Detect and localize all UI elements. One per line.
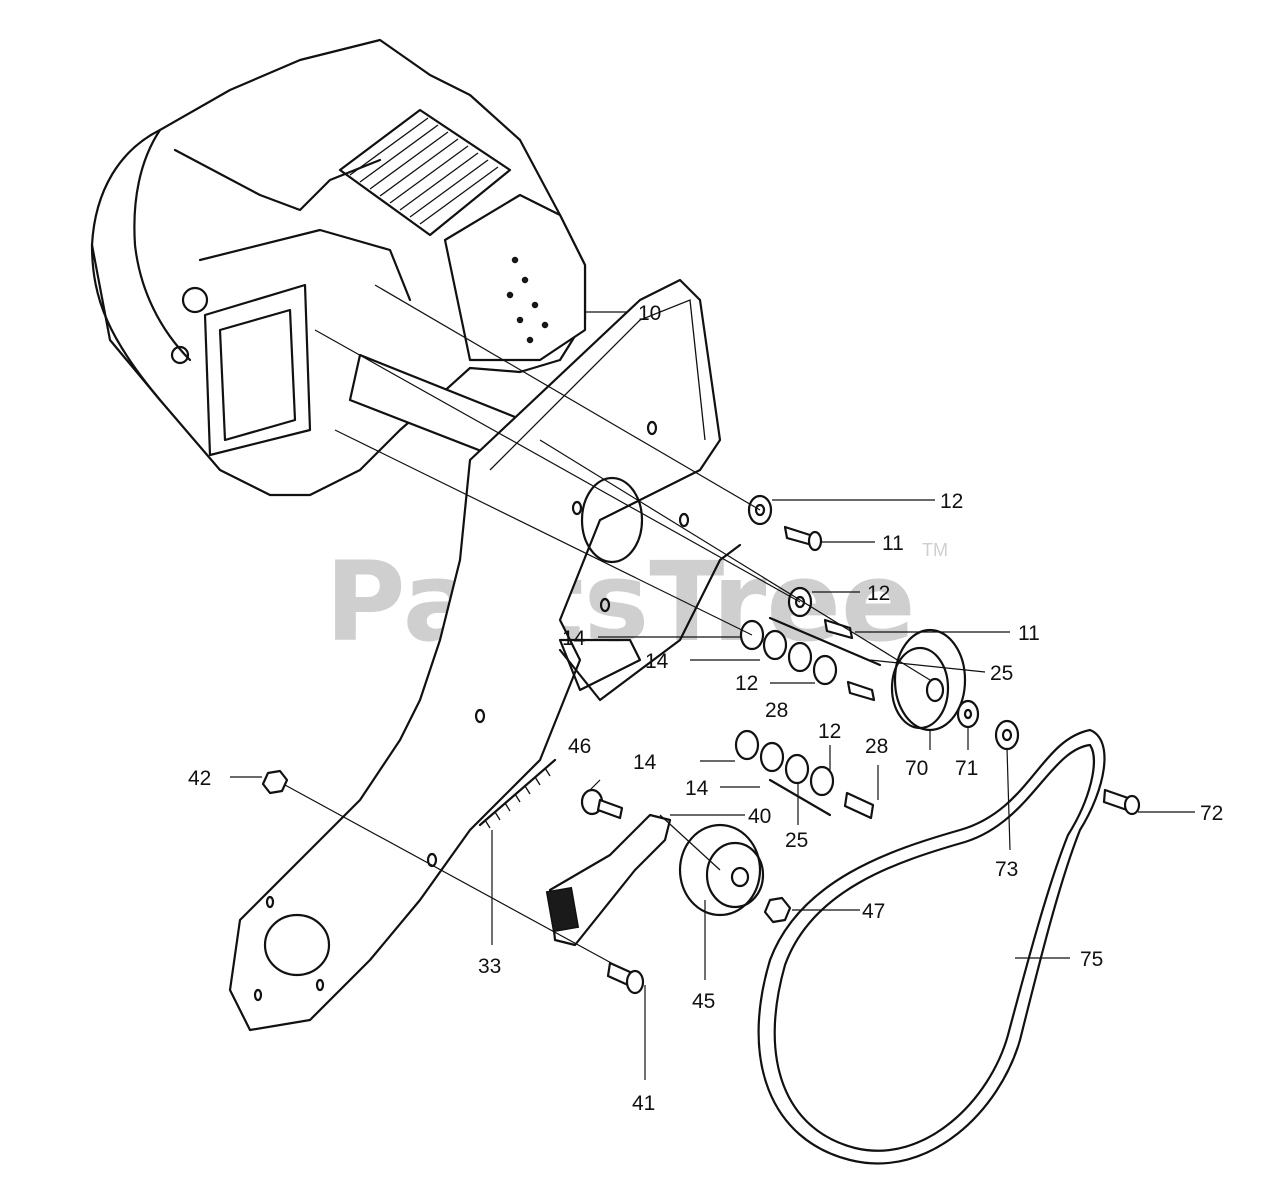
callout-40: 40 xyxy=(748,805,771,828)
callout-71: 71 xyxy=(955,757,978,780)
pulley-assembly xyxy=(890,628,1141,816)
callout-12-second: 12 xyxy=(867,582,890,605)
callout-leaders xyxy=(230,311,1195,1080)
callout-46: 46 xyxy=(568,735,591,758)
alignment-lines xyxy=(284,284,931,966)
bolt-28a xyxy=(846,680,876,702)
watermark-tm: TM xyxy=(922,540,948,560)
callout-25-upper: 25 xyxy=(990,662,1013,685)
callout-41: 41 xyxy=(632,1092,655,1115)
callout-14-upper-left: 14 xyxy=(562,627,586,650)
bolt-28b xyxy=(843,791,875,820)
nut-42 xyxy=(261,769,289,795)
washer-71 xyxy=(956,699,980,729)
callout-33: 33 xyxy=(478,955,501,978)
callout-28-upper: 28 xyxy=(765,699,788,722)
callout-28-lower: 28 xyxy=(865,735,888,758)
callout-72: 72 xyxy=(1200,802,1223,825)
callout-45: 45 xyxy=(692,990,715,1013)
callout-42: 42 xyxy=(188,767,211,790)
spring-33 xyxy=(478,758,557,827)
watermark-text: PartsTree xyxy=(325,538,916,666)
callout-14-lower-mid: 14 xyxy=(685,777,709,800)
muffler xyxy=(443,193,587,362)
callout-11-top: 11 xyxy=(882,532,904,555)
nut-47 xyxy=(763,896,792,924)
callout-75: 75 xyxy=(1080,948,1103,971)
washer-73 xyxy=(994,719,1020,751)
callout-11-second: 11 xyxy=(1018,622,1040,645)
callout-12-top: 12 xyxy=(940,490,963,513)
callout-10: 10 xyxy=(638,302,661,325)
belt-75 xyxy=(757,728,1106,1165)
watermark: PartsTree TM xyxy=(325,538,948,666)
callout-70: 70 xyxy=(905,757,928,780)
callout-73: 73 xyxy=(995,858,1018,881)
engine-fins xyxy=(338,108,512,237)
idler-arm-40 xyxy=(548,813,672,947)
callout-14-lower-left: 14 xyxy=(633,751,657,774)
callout-47: 47 xyxy=(862,900,885,923)
callout-12-lower: 12 xyxy=(818,720,841,743)
callout-12-third: 12 xyxy=(735,672,758,695)
callout-labels: 10 12 11 12 11 14 14 25 12 28 46 12 28 4… xyxy=(188,302,1223,1115)
callout-25-lower: 25 xyxy=(785,829,808,852)
callout-14-upper-mid: 14 xyxy=(645,650,669,673)
